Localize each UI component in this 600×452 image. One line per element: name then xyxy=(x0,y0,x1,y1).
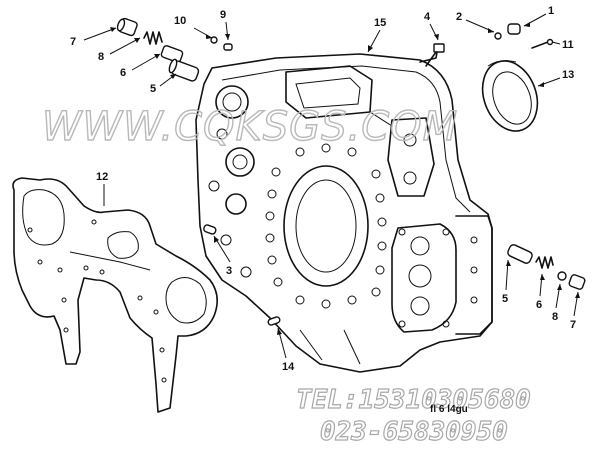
plug-part-9 xyxy=(223,43,233,51)
screw-part-11 xyxy=(531,38,554,49)
callout-8-right: 8 xyxy=(552,311,558,323)
valve-part-5-right xyxy=(507,244,533,264)
o-ring-part-2 xyxy=(494,32,502,40)
leader-lines xyxy=(83,13,580,359)
spring-part-6-right xyxy=(535,256,554,269)
plug-part-1 xyxy=(507,23,521,35)
callout-4: 4 xyxy=(424,11,431,23)
gasket-part-12 xyxy=(12,177,218,413)
callout-11: 11 xyxy=(562,39,574,51)
bolt-part-4 xyxy=(419,43,445,67)
callout-9: 9 xyxy=(220,9,226,21)
callout-6-right: 6 xyxy=(536,299,542,311)
gear-housing xyxy=(195,53,493,373)
plug-part-7-left xyxy=(116,17,138,37)
plug-part-7-right xyxy=(568,274,586,290)
plunger-part-6-left xyxy=(160,45,184,63)
seal-part-13 xyxy=(481,60,539,132)
callout-12: 12 xyxy=(96,171,108,183)
watermark-tel: TEL:15310305680 xyxy=(296,385,531,415)
dowel-part-3 xyxy=(203,224,217,235)
dowel-part-14 xyxy=(267,316,281,326)
callout-10: 10 xyxy=(174,15,186,27)
callout-15: 15 xyxy=(374,17,386,29)
watermark-phone: 023-65830950 xyxy=(320,417,508,447)
bolt-pattern xyxy=(265,143,387,309)
drawing-id: fl 6 l4gu xyxy=(430,404,468,415)
callout-3: 3 xyxy=(226,265,232,277)
callout-5-right: 5 xyxy=(502,293,508,305)
callout-13: 13 xyxy=(562,69,574,81)
callout-2: 2 xyxy=(456,11,462,23)
callout-6-left: 6 xyxy=(120,67,126,79)
callout-labels: 7 8 6 5 10 9 15 4 2 1 11 13 12 3 14 5 6 … xyxy=(70,5,576,373)
valve-part-5-left xyxy=(168,58,200,82)
spring-part-8-left xyxy=(143,31,163,45)
o-ring-part-8-right xyxy=(557,271,567,281)
watermark-url: WWW.CQKSGS.COM xyxy=(42,104,458,150)
callout-7-left: 7 xyxy=(70,36,76,48)
callout-8-left: 8 xyxy=(98,51,104,63)
seal-part-10 xyxy=(210,36,218,44)
callout-5-left: 5 xyxy=(150,83,156,95)
callout-7-right: 7 xyxy=(570,319,576,331)
callout-1: 1 xyxy=(548,5,554,17)
callout-14: 14 xyxy=(282,361,295,373)
